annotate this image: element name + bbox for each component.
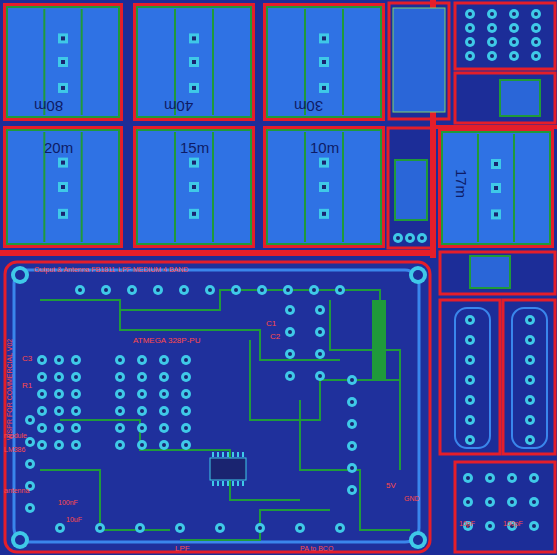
silkscreen-label: R1: [22, 382, 32, 390]
filter-module: 40m: [133, 3, 255, 121]
toroid-footprint: [512, 308, 547, 448]
filter-pour: [267, 7, 381, 117]
filter-pour: [442, 132, 550, 244]
filter-pour: [7, 130, 119, 244]
filter-module: 10m: [263, 126, 385, 248]
silkscreen-label: LM386: [4, 446, 25, 453]
band-label: 40m: [164, 98, 193, 115]
silkscreen-label: module: [4, 432, 27, 439]
silkscreen-label: LPF: [175, 545, 190, 553]
silkscreen-label: 100pF: [503, 520, 523, 527]
silkscreen-label: 5V: [386, 482, 396, 490]
silkscreen-label: C2: [270, 333, 280, 341]
relay-block: [393, 8, 445, 112]
silkscreen-label: LPF MEDIUM 4 BAND: [118, 266, 188, 273]
band-label: 30m: [294, 98, 323, 115]
relay-footprint: [395, 160, 427, 220]
filter-module: 80m: [3, 3, 123, 121]
pin-header: [372, 300, 386, 380]
silkscreen-label: 10pF: [459, 520, 475, 527]
silkscreen-label: WSPR FOR COMMERCIAL V02: [6, 339, 13, 440]
silkscreen-label: C3: [22, 355, 32, 363]
silkscreen-label: antenna: [4, 487, 29, 494]
filter-pour: [267, 130, 381, 244]
traces: [40, 290, 410, 540]
filter-module: 15m: [133, 126, 255, 248]
silkscreen-label: PA to BCO: [300, 545, 333, 552]
filter-pour: [137, 7, 251, 117]
silkscreen-label: GND: [404, 495, 420, 502]
regulator-footprint: [470, 256, 510, 288]
silkscreen-label: C1: [266, 320, 276, 328]
smd-chip: [210, 458, 246, 480]
band-label: 80m: [34, 98, 63, 115]
ground-ring: [14, 270, 419, 542]
filter-module: 17m: [438, 128, 554, 248]
silkscreen-label: ATMEGA 328P-PU: [133, 337, 200, 345]
band-label: 20m: [44, 139, 73, 156]
silkscreen-label: 10uF: [66, 516, 82, 523]
silkscreen-label: Output & Antenna FB1811: [34, 266, 115, 273]
band-label: 15m: [180, 139, 209, 156]
silkscreen-label: 100nF: [58, 499, 78, 506]
filter-module: 20m: [3, 126, 123, 248]
regulator-footprint: [500, 80, 540, 116]
filter-module: 30m: [263, 3, 385, 121]
band-label: 10m: [310, 139, 339, 156]
band-label: 17m: [453, 169, 470, 198]
toroid-footprint: [455, 308, 490, 448]
separator-band: [0, 250, 432, 256]
main-board: [5, 262, 430, 552]
filter-pour: [7, 7, 119, 117]
filter-pour: [137, 130, 251, 244]
